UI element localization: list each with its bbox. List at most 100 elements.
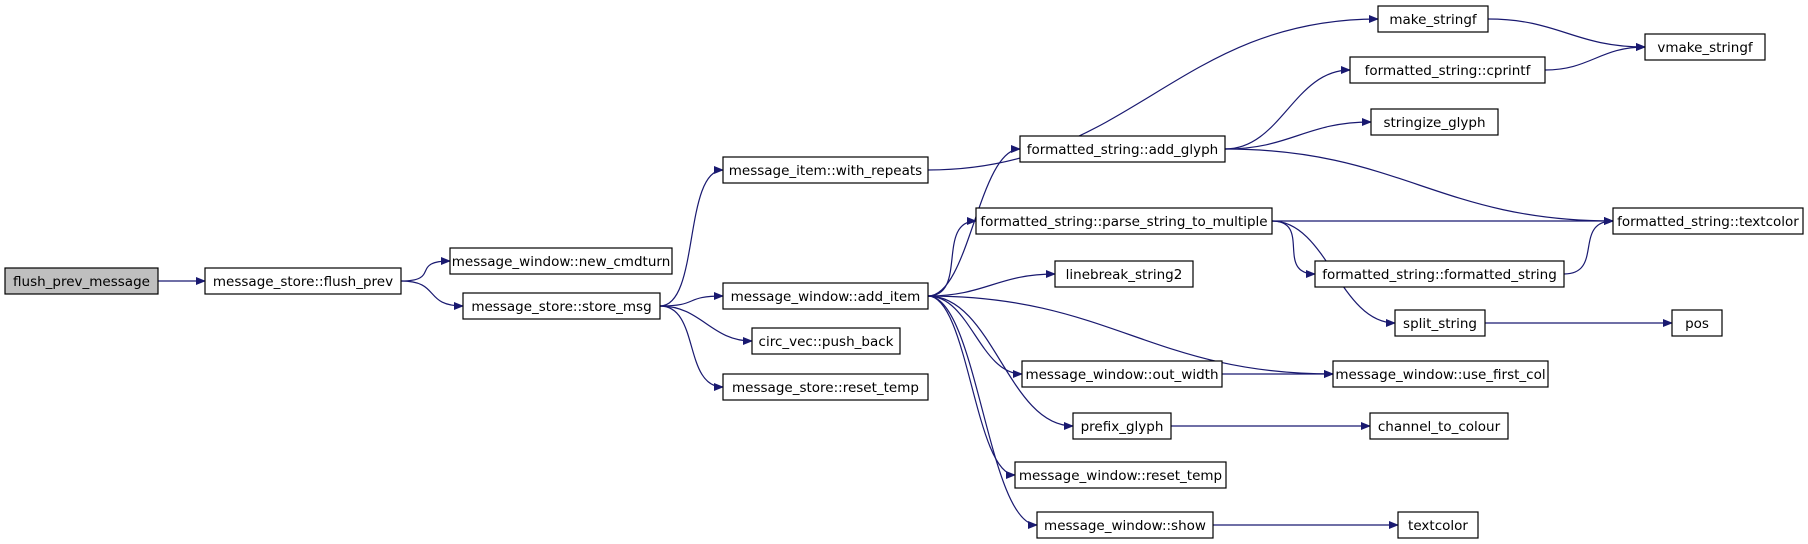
node-mi-with-repeats[interactable]: message_item::with_repeats: [722, 156, 929, 184]
node-box: [1014, 461, 1227, 489]
node-label: formatted_string::formatted_string: [1322, 267, 1557, 283]
node-label: stringize_glyph: [1383, 115, 1485, 131]
node-mw-use-first-col[interactable]: message_window::use_first_col: [1332, 360, 1549, 388]
node-label: textcolor: [1408, 518, 1468, 534]
node-label: message_store::flush_prev: [213, 274, 393, 290]
node-box: [1054, 260, 1194, 288]
node-channel-to-colour[interactable]: channel_to_colour: [1369, 412, 1509, 440]
node-label: prefix_glyph: [1081, 419, 1164, 435]
node-label: split_string: [1403, 316, 1477, 332]
node-fs-formatted-string[interactable]: formatted_string::formatted_string: [1314, 260, 1565, 288]
node-box: [1394, 309, 1486, 337]
node-split-string[interactable]: split_string: [1394, 309, 1486, 337]
node-label: message_window::out_width: [1025, 367, 1218, 383]
node-box: [1314, 260, 1565, 288]
node-box: [1612, 207, 1804, 235]
node-ms-store-msg[interactable]: message_store::store_msg: [462, 292, 661, 320]
edge-mw-add-item-to-mw-out-width: [927, 295, 1023, 378]
node-label: message_store::reset_temp: [732, 380, 919, 396]
node-box: [1369, 412, 1509, 440]
node-ms-reset-temp[interactable]: message_store::reset_temp: [722, 373, 929, 401]
node-make-stringf[interactable]: make_stringf: [1377, 5, 1489, 33]
node-vmake-stringf[interactable]: vmake_stringf: [1644, 33, 1766, 61]
edge-make-stringf-to-vmake-stringf: [1487, 18, 1646, 51]
edge-fs-add-glyph-to-stringize-glyph: [1224, 118, 1372, 150]
node-box: [449, 247, 673, 275]
node-mw-reset-temp[interactable]: message_window::reset_temp: [1014, 461, 1227, 489]
node-fs-parse[interactable]: formatted_string::parse_string_to_multip…: [975, 207, 1273, 235]
edge-ms-store-msg-to-mi-with-repeats: [659, 166, 724, 307]
node-label: message_window::add_item: [731, 289, 921, 305]
node-label: flush_prev_message: [13, 274, 150, 290]
node-fs-add-glyph[interactable]: formatted_string::add_glyph: [1019, 135, 1226, 163]
edge-ms-flush-prev-to-mw-new-cmdturn: [400, 257, 451, 282]
node-box: [751, 327, 901, 355]
node-label: vmake_stringf: [1657, 40, 1754, 56]
node-fs-cprintf[interactable]: formatted_string::cprintf: [1349, 56, 1546, 84]
node-box: [462, 292, 661, 320]
node-mw-add-item[interactable]: message_window::add_item: [722, 282, 929, 310]
edge-mw-add-item-to-mw-reset-temp: [927, 295, 1016, 479]
edge-mw-add-item-to-fs-parse: [927, 217, 977, 297]
node-label: pos: [1685, 316, 1709, 332]
edge-mw-add-item-to-mw-show: [927, 295, 1038, 529]
node-box: [1377, 5, 1489, 33]
node-label: message_window::use_first_col: [1335, 367, 1545, 383]
edge-mi-with-repeats-to-make-stringf: [927, 15, 1379, 171]
node-mw-new-cmdturn[interactable]: message_window::new_cmdturn: [449, 247, 673, 275]
node-mw-out-width[interactable]: message_window::out_width: [1021, 360, 1223, 388]
edge-fs-parse-to-fs-formatted-string: [1271, 220, 1316, 278]
node-flush-prev-message[interactable]: flush_prev_message: [4, 267, 159, 295]
edge-fs-add-glyph-to-fs-cprintf: [1224, 66, 1351, 150]
node-ms-flush-prev[interactable]: message_store::flush_prev: [204, 267, 402, 295]
edge-ms-flush-prev-to-ms-store-msg: [400, 280, 464, 310]
node-linebreak-string2[interactable]: linebreak_string2: [1054, 260, 1194, 288]
node-fs-textcolor[interactable]: formatted_string::textcolor: [1612, 207, 1804, 235]
node-box: [722, 373, 929, 401]
node-label: formatted_string::add_glyph: [1027, 142, 1218, 158]
edge-fs-formatted-string-to-fs-textcolor: [1563, 217, 1614, 275]
node-box: [204, 267, 402, 295]
node-box: [1349, 56, 1546, 84]
node-box: [975, 207, 1273, 235]
node-cv-push-back[interactable]: circ_vec::push_back: [751, 327, 901, 355]
node-box: [1072, 412, 1172, 440]
node-label: formatted_string::parse_string_to_multip…: [980, 214, 1267, 230]
node-box: [1021, 360, 1223, 388]
node-box: [722, 156, 929, 184]
node-box: [722, 282, 929, 310]
node-box: [1332, 360, 1549, 388]
edge-ms-store-msg-to-mw-add-item: [659, 292, 724, 307]
node-label: message_window::new_cmdturn: [452, 254, 671, 270]
node-label: channel_to_colour: [1378, 419, 1501, 435]
node-label: formatted_string::textcolor: [1617, 214, 1799, 230]
edge-mw-add-item-to-mw-use-first-col: [927, 295, 1334, 378]
node-pos[interactable]: pos: [1671, 309, 1723, 337]
node-mw-show[interactable]: message_window::show: [1036, 511, 1214, 539]
edge-ms-store-msg-to-ms-reset-temp: [659, 305, 724, 391]
edge-ms-store-msg-to-cv-push-back: [659, 305, 753, 345]
node-label: message_store::store_msg: [471, 299, 651, 315]
edge-mw-add-item-to-prefix-glyph: [927, 295, 1074, 430]
node-label: message_item::with_repeats: [729, 163, 922, 179]
node-prefix-glyph[interactable]: prefix_glyph: [1072, 412, 1172, 440]
node-box: [1036, 511, 1214, 539]
node-label: message_window::show: [1044, 518, 1206, 534]
node-box: [1370, 108, 1499, 136]
node-label: linebreak_string2: [1066, 267, 1183, 283]
node-textcolor[interactable]: textcolor: [1397, 511, 1479, 539]
node-label: message_window::reset_temp: [1019, 468, 1222, 484]
node-box: [1644, 33, 1766, 61]
node-box: [1397, 511, 1479, 539]
node-label: circ_vec::push_back: [759, 334, 894, 350]
node-stringize-glyph[interactable]: stringize_glyph: [1370, 108, 1499, 136]
node-box: [1671, 309, 1723, 337]
edge-mw-add-item-to-linebreak-string2: [927, 270, 1056, 297]
node-box: [1019, 135, 1226, 163]
node-label: formatted_string::cprintf: [1365, 63, 1532, 79]
node-label: make_stringf: [1389, 12, 1478, 28]
edge-fs-add-glyph-to-fs-textcolor: [1224, 148, 1614, 225]
edge-fs-cprintf-to-vmake-stringf: [1544, 43, 1646, 71]
node-box: [4, 267, 159, 295]
